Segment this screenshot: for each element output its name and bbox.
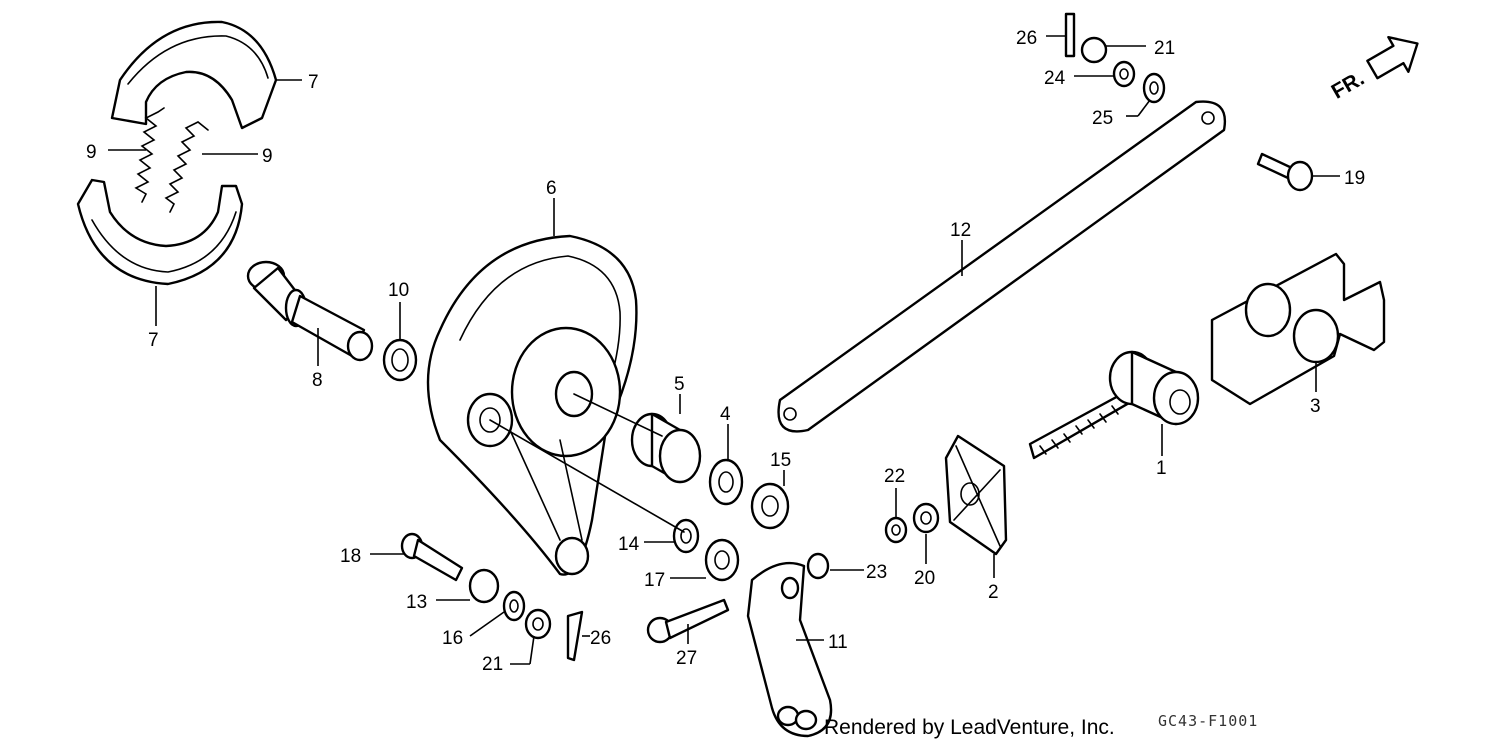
callout-6: 6	[546, 178, 557, 199]
cam-seal	[382, 338, 418, 382]
bolt-18	[400, 532, 464, 582]
nut-21-upper	[1080, 36, 1108, 64]
cotter-pin-upper	[1064, 12, 1076, 58]
callout-5: 5	[674, 374, 685, 395]
callout-3: 3	[1310, 396, 1321, 417]
callout-14: 14	[618, 534, 640, 555]
brake-panel	[426, 234, 638, 576]
brake-cam	[246, 260, 374, 362]
diagram-code: GC43-F1001	[1158, 712, 1259, 730]
callout-1: 1	[1156, 458, 1167, 479]
washer-24	[1112, 60, 1136, 88]
seal-14	[672, 518, 700, 554]
cover-plate	[944, 434, 1008, 556]
callout-18: 18	[340, 546, 361, 567]
front-label: FR.	[1328, 67, 1369, 104]
brake-spring-right	[164, 121, 209, 213]
callout-9-left: 9	[86, 142, 97, 163]
cotter-pin-lower	[566, 610, 584, 662]
nut-15	[750, 482, 790, 530]
render-credit: Rendered by LeadVenture, Inc.	[824, 716, 1115, 739]
callout-7-lower: 7	[148, 330, 159, 351]
brake-spring-left	[134, 107, 165, 203]
callout-11: 11	[828, 632, 848, 653]
callout-7-upper: 7	[308, 72, 319, 93]
front-direction-indicator: FR.	[1328, 35, 1419, 104]
bolt-19	[1256, 152, 1314, 192]
callout-25: 25	[1092, 108, 1113, 129]
adjuster-bracket	[1210, 252, 1386, 406]
adjuster-bolt	[1028, 350, 1200, 460]
brake-shoe-lower	[76, 178, 244, 286]
nut-23	[806, 552, 830, 580]
callout-26-upper: 26	[1016, 28, 1037, 49]
callout-27: 27	[676, 648, 697, 669]
callout-9-right: 9	[262, 146, 273, 167]
nut-20	[912, 502, 940, 534]
callout-24: 24	[1044, 68, 1066, 89]
washer-25	[1142, 72, 1166, 104]
callout-22: 22	[884, 466, 905, 487]
callout-labels: 7 9 9 7 6 10 8 5 4 15 14 17 18 13 16 21 …	[86, 28, 1365, 675]
nut-22	[884, 516, 908, 544]
plate-13	[468, 568, 500, 604]
washer-17	[704, 538, 740, 582]
callout-2: 2	[988, 582, 999, 603]
callout-4: 4	[720, 404, 731, 425]
bolt-27	[646, 598, 730, 644]
leader-lines	[108, 35, 1340, 665]
callout-13: 13	[406, 592, 427, 613]
callout-10: 10	[388, 280, 409, 301]
callout-21-upper: 21	[1154, 38, 1175, 59]
front-arrow-icon	[1366, 35, 1419, 80]
brake-arm	[746, 561, 833, 738]
callout-12: 12	[950, 220, 971, 241]
washer-4	[708, 458, 744, 506]
brake-shoe-upper	[110, 20, 278, 130]
nut-21-lower	[524, 608, 552, 640]
callout-17: 17	[644, 570, 665, 591]
callout-8: 8	[312, 370, 323, 391]
callout-20: 20	[914, 568, 935, 589]
callout-19: 19	[1344, 168, 1365, 189]
callout-23: 23	[866, 562, 887, 583]
washer-16	[502, 590, 526, 622]
callout-21-lower: 21	[482, 654, 503, 675]
callout-26-lower: 26	[590, 628, 611, 649]
torque-rod	[777, 100, 1227, 433]
collar	[630, 412, 702, 484]
callout-15: 15	[770, 450, 791, 471]
callout-16: 16	[442, 628, 463, 649]
